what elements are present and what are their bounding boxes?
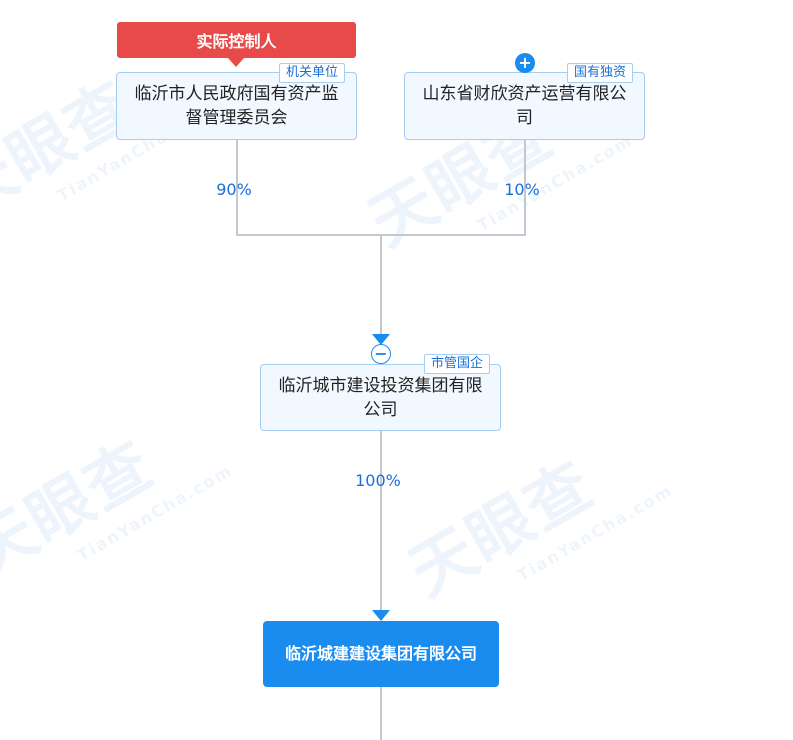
arrow-down-icon xyxy=(372,610,390,621)
edge-line xyxy=(380,431,382,613)
entity-type-tag: 市管国企 xyxy=(424,354,491,374)
entity-type-tag: 国有独资 xyxy=(567,63,634,83)
shareholder-node[interactable]: 山东省财欣资产运营有限公司 xyxy=(404,72,645,140)
watermark: 天眼查 TianYanCha.com xyxy=(0,381,236,610)
controller-banner-label: 实际控制人 xyxy=(196,32,277,51)
watermark-domain: TianYanCha.com xyxy=(74,460,236,566)
controller-banner: 实际控制人 xyxy=(117,22,356,58)
edge-line xyxy=(380,234,382,336)
edge-line xyxy=(236,139,238,236)
watermark-domain: TianYanCha.com xyxy=(474,130,636,236)
edge-line xyxy=(380,687,382,740)
shareholder-name[interactable]: 山东省财欣资产运营有限公司 xyxy=(422,84,627,128)
target-company-node[interactable]: 临沂城建建设集团有限公司 xyxy=(263,621,499,687)
edge-line xyxy=(524,139,526,236)
watermark: 天眼查 TianYanCha.com xyxy=(390,401,676,630)
target-company-name[interactable]: 临沂城建建设集团有限公司 xyxy=(284,644,477,663)
holding-percent: 90% xyxy=(216,180,252,199)
holding-percent: 100% xyxy=(355,471,401,490)
minus-icon[interactable]: − xyxy=(371,344,391,364)
watermark-domain: TianYanCha.com xyxy=(514,480,676,586)
banner-pointer xyxy=(228,58,244,67)
shareholder-node[interactable]: 临沂市人民政府国有资产监督管理委员会 xyxy=(116,72,357,140)
plus-icon[interactable]: + xyxy=(515,53,535,73)
company-name[interactable]: 临沂城市建设投资集团有限公司 xyxy=(278,375,483,420)
watermark-brand: 天眼查 xyxy=(0,427,167,592)
holding-percent: 10% xyxy=(504,180,540,199)
entity-type-tag: 机关单位 xyxy=(279,63,346,83)
arrow-down-icon xyxy=(372,334,390,345)
shareholder-name[interactable]: 临沂市人民政府国有资产监督管理委员会 xyxy=(134,84,339,128)
watermark-brand: 天眼查 xyxy=(397,447,607,612)
company-node[interactable]: 临沂城市建设投资集团有限公司 xyxy=(260,364,501,431)
